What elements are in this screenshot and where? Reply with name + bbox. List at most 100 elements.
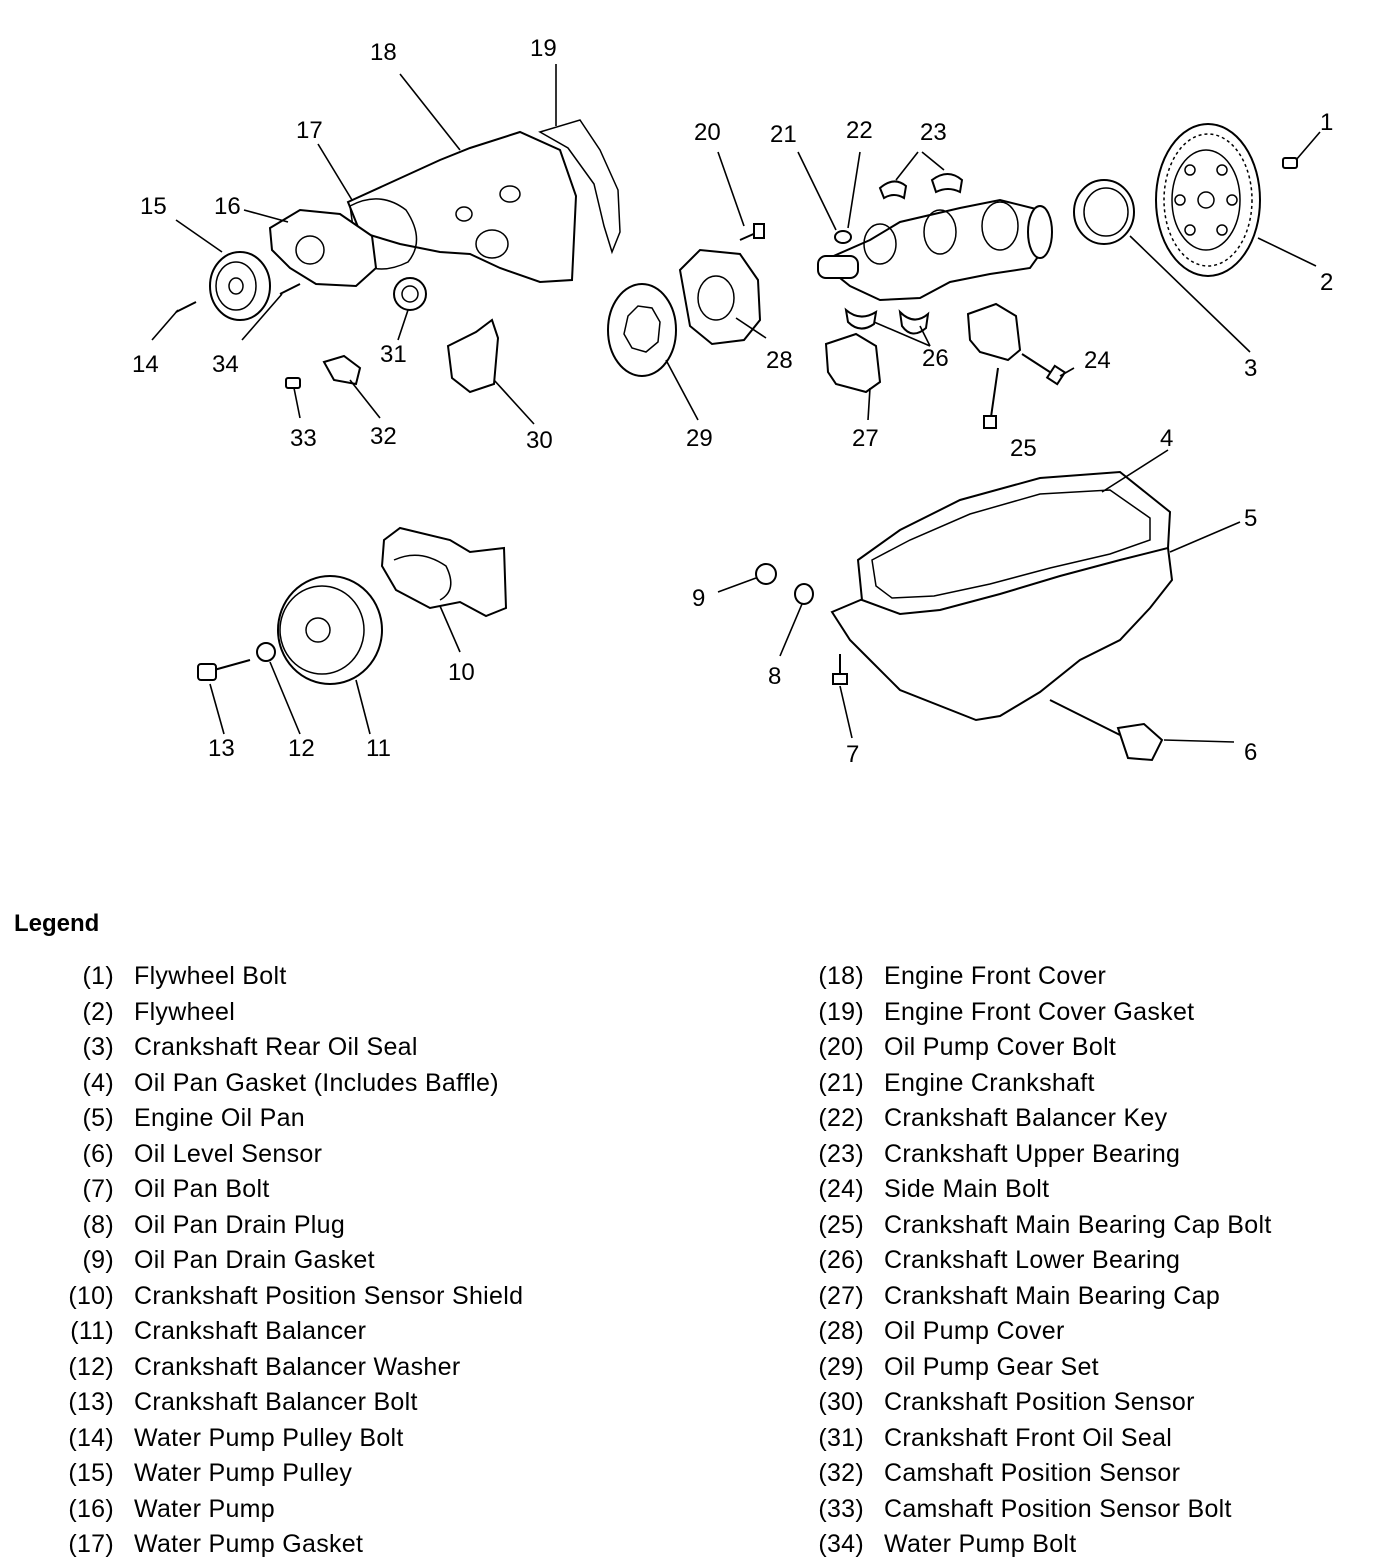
legend-item: (6)Oil Level Sensor [54,1140,674,1176]
drain-plug-part [794,583,814,605]
legend-label: Water Pump Pulley [134,1459,353,1487]
legend-label: Oil Pan Gasket (Includes Baffle) [134,1068,499,1097]
crankshaft-sensor-part [446,318,500,394]
callout-20: 20 [694,119,721,146]
legend-item: (23)Crankshaft Upper Bearing [804,1140,1376,1176]
legend-number: (8) [82,1210,114,1239]
legend-label: Crankshaft Position Sensor [884,1388,1195,1416]
legend-label: Crankshaft Position Sensor Shield [134,1281,524,1310]
upper-bearing-parts [878,173,964,200]
legend-item: (34)Water Pump Bolt [804,1530,1376,1566]
legend-number: (32) [818,1459,864,1487]
legend-item: (14)Water Pump Pulley Bolt [54,1424,674,1460]
legend-label: Engine Crankshaft [884,1068,1095,1097]
callout-23: 23 [920,119,947,146]
legend-item: (17)Water Pump Gasket [54,1530,674,1566]
flywheel-part [1155,123,1261,277]
legend-number: (3) [82,1033,114,1061]
legend-item: (31)Crankshaft Front Oil Seal [804,1424,1376,1460]
legend-item: (5)Engine Oil Pan [54,1104,674,1140]
oil-pump-cover-bolt-part [739,223,765,241]
legend-number: (34) [818,1530,864,1558]
legend-label: Water Pump Gasket [134,1530,364,1558]
callout-29: 29 [686,425,713,452]
crankshaft-balancer-part [277,575,383,685]
legend-right-column: (18) Engine Front Cover (19)Engine Front … [804,962,1376,1566]
legend-item: (8)Oil Pan Drain Plug [54,1211,674,1247]
legend-item: (22)Crankshaft Balancer Key [804,1104,1376,1140]
legend-item: (10) Crankshaft Position Sensor Shield [54,1282,674,1318]
legend-number: (16) [68,1494,114,1523]
callout-1: 1 [1320,109,1333,136]
legend-item: (16) Water Pump [54,1495,674,1531]
drain-gasket-part [755,563,777,585]
legend-number: (1) [82,962,114,990]
legend-title: Legend [14,910,100,937]
balancer-bolt-part [197,659,251,681]
camshaft-sensor-bolt-part [285,377,301,389]
legend-label: Crankshaft Main Bearing Cap [884,1281,1221,1310]
legend-label: Crankshaft Main Bearing Cap Bolt [884,1210,1272,1239]
legend-item: (24)Side Main Bolt [804,1175,1376,1211]
callout-17: 17 [296,117,323,144]
legend-number: (10) [68,1281,114,1310]
legend-number: (30) [818,1388,864,1416]
legend-label: Camshaft Position Sensor [884,1459,1181,1487]
legend-item: (21) Engine Crankshaft [804,1069,1376,1105]
legend-item: (29)Oil Pump Gear Set [804,1353,1376,1389]
legend-number: (5) [82,1104,114,1132]
legend-item: (4)Oil Pan Gasket (Includes Baffle) [54,1069,674,1105]
legend-label: Crankshaft Balancer [134,1317,367,1345]
legend-number: (26) [818,1246,864,1274]
legend-item: (32) Camshaft Position Sensor [804,1459,1376,1495]
callout-18: 18 [370,39,397,66]
crankshaft-part [817,198,1053,302]
rear-oil-seal-part [1073,179,1135,245]
oil-pump-gear-part [607,283,677,377]
legend-number: (28) [818,1317,864,1345]
legend-item: (26)Crankshaft Lower Bearing [804,1246,1376,1282]
main-bearing-cap-parts [824,302,1022,394]
legend-number: (13) [68,1388,114,1416]
callout-5: 5 [1244,505,1257,532]
legend-item: (19)Engine Front Cover Gasket [804,998,1376,1034]
legend-item: (33)Camshaft Position Sensor Bolt [804,1495,1376,1531]
callout-9: 9 [692,585,705,612]
legend-number: (7) [82,1175,114,1203]
legend-label: Crankshaft Front Oil Seal [884,1423,1173,1452]
callout-15: 15 [140,193,167,220]
callout-12: 12 [288,735,315,762]
legend-item: (7)Oil Pan Bolt [54,1175,674,1211]
legend-number: (21) [818,1068,864,1097]
legend-label: Camshaft Position Sensor Bolt [884,1494,1232,1523]
callout-16: 16 [214,193,241,220]
front-cover-part [346,130,578,284]
water-pump-bolt-part [279,283,301,295]
legend-number: (24) [818,1175,864,1203]
legend-label: Engine Front Cover [884,962,1107,990]
callouts: 1 2 3 4 5 6 7 8 9 10 11 12 13 14 15 16 1… [132,35,1333,768]
oil-pan-part [830,470,1174,722]
callout-13: 13 [208,735,235,762]
oil-level-sensor-part [1049,699,1164,762]
legend-label: Crankshaft Balancer Washer [134,1352,461,1381]
legend-number: (19) [818,997,864,1026]
legend-number: (18) [818,962,864,990]
legend-label: Crankshaft Balancer Key [884,1104,1168,1132]
balancer-key-part [834,230,852,244]
callout-26: 26 [922,345,949,372]
camshaft-sensor-part [322,354,362,386]
legend-number: (20) [818,1033,864,1061]
legend-item: (27)Crankshaft Main Bearing Cap [804,1282,1376,1318]
legend-item: (9)Oil Pan Drain Gasket [54,1246,674,1282]
legend-item: (1)Flywheel Bolt [54,962,674,998]
legend-label: Oil Pump Gear Set [884,1352,1099,1381]
callout-22: 22 [846,117,873,144]
callout-28: 28 [766,347,793,374]
legend-item: (11)Crankshaft Balancer [54,1317,674,1353]
legend-number: (23) [818,1139,864,1168]
legend-number: (25) [818,1210,864,1239]
legend-label: Water Pump [134,1494,276,1523]
main-bearing-cap-bolt-part [983,367,999,429]
legend-number: (2) [82,997,114,1026]
